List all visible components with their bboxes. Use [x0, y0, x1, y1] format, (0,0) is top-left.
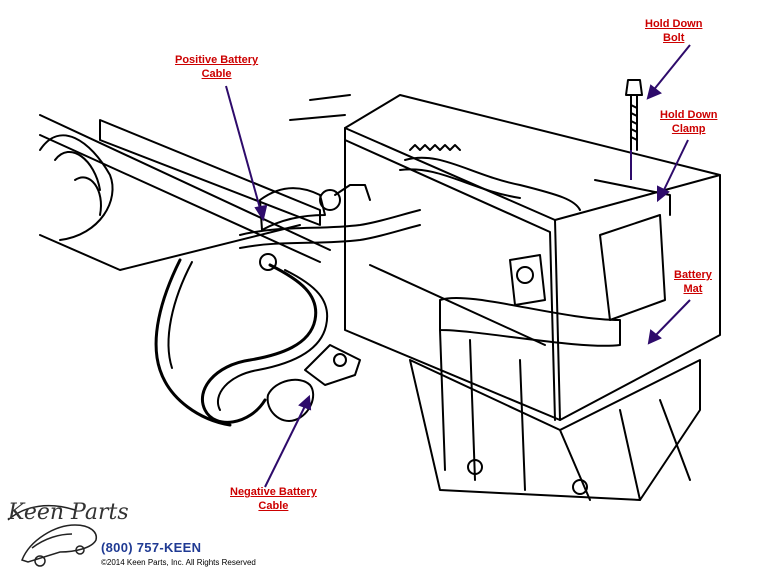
copyright-text: ©2014 Keen Parts, Inc. All Rights Reserv… [101, 558, 256, 567]
battery-mat-label-line1: Battery [674, 269, 712, 281]
positive-battery-cable-label-line1: Positive Battery [175, 54, 259, 66]
battery-mat-label: Battery Mat [674, 268, 712, 296]
negative-battery-cable-label-line1: Negative Battery [230, 486, 317, 498]
negative-battery-cable-label: Negative Battery Cable [230, 485, 317, 513]
hold-down-bolt-label-line1: Hold Down [645, 18, 703, 30]
hold-down-clamp-label-line2: Clamp [671, 123, 706, 135]
positive-battery-cable-label: Positive Battery Cable [175, 53, 258, 81]
hold-down-clamp-label: Hold Down Clamp [660, 108, 717, 136]
positive-battery-cable-label-line2: Cable [201, 68, 232, 80]
hold-down-bolt-label-line2: Bolt [663, 32, 685, 44]
hold-down-bolt-label: Hold Down Bolt [645, 17, 702, 45]
keen-parts-logo: Keen Parts [8, 500, 129, 525]
phone-number[interactable]: (800) 757-KEEN [101, 540, 202, 555]
hold-down-clamp-label-line1: Hold Down [660, 109, 718, 121]
negative-battery-cable-label-line2: Cable [258, 500, 289, 512]
battery-mat-label-line2: Mat [683, 283, 703, 295]
